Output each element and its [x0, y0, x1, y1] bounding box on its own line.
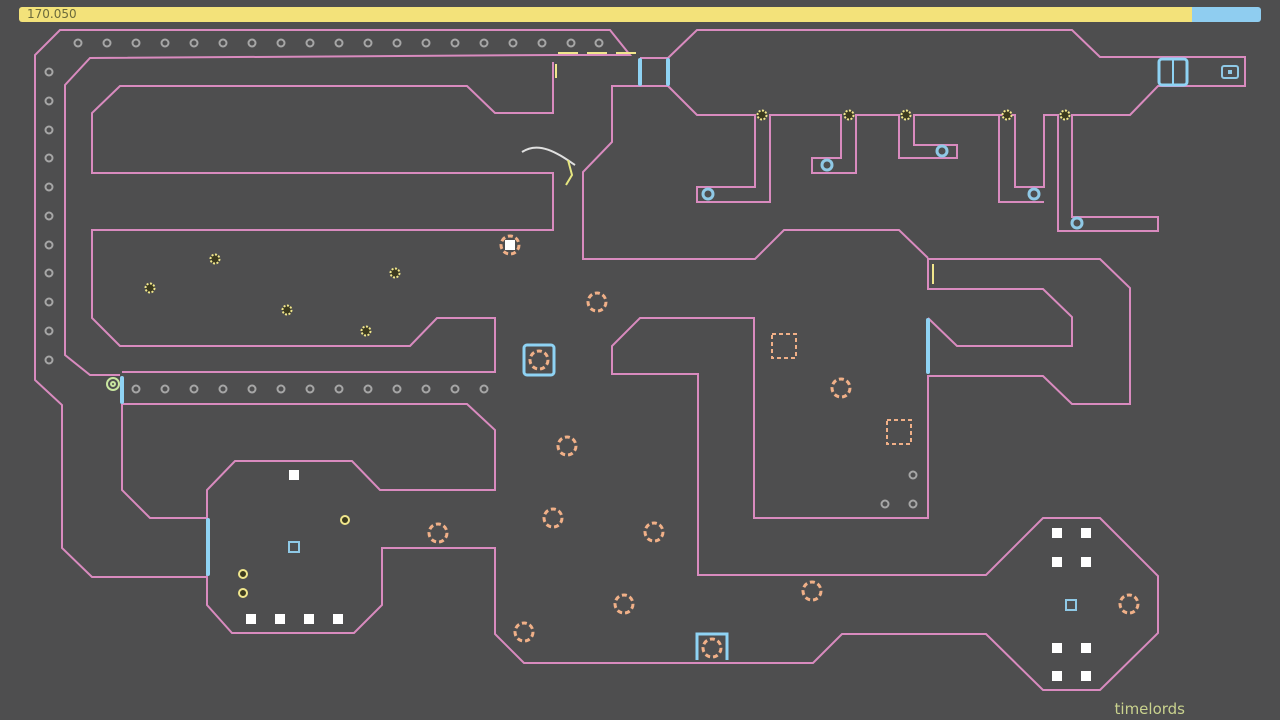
- door-switches: [288, 541, 1077, 611]
- time-remaining: 170.050: [27, 7, 77, 21]
- turrets: [701, 144, 1084, 230]
- drone-cages: [522, 343, 729, 660]
- player-ninja: [106, 146, 576, 391]
- time-bar-empty: [1192, 7, 1261, 22]
- launch-drones-dashed: [771, 333, 912, 445]
- zap-drones: [427, 234, 1140, 659]
- toggle-mines: [144, 109, 1071, 337]
- bounce-blocks: [246, 240, 1091, 681]
- mine-dots: [44, 38, 918, 509]
- gold-pieces: [238, 515, 350, 598]
- level-name: timelords: [1114, 700, 1185, 718]
- oneways: [555, 52, 934, 284]
- locked-doors: [120, 58, 930, 576]
- exit-door: [1157, 57, 1189, 87]
- time-bar-fill: [19, 7, 1192, 22]
- time-bar: 170.050: [19, 7, 1261, 22]
- exit-switch: [1221, 65, 1239, 79]
- level-walls: [34, 29, 1246, 691]
